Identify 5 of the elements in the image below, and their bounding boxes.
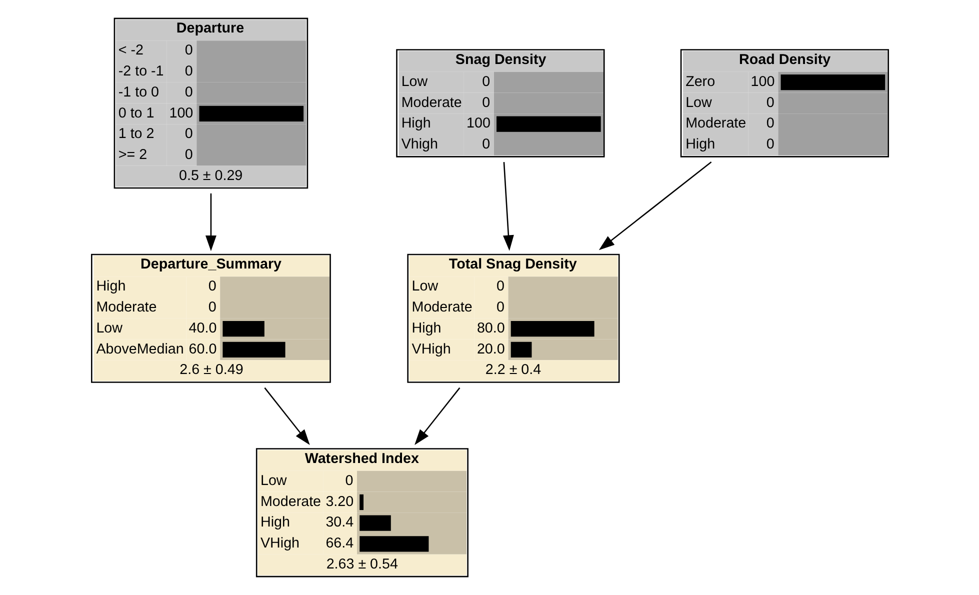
arrow [598,162,712,250]
arrow [204,193,216,252]
arrow [264,387,310,445]
arrow [414,387,460,445]
arrow [502,162,514,251]
